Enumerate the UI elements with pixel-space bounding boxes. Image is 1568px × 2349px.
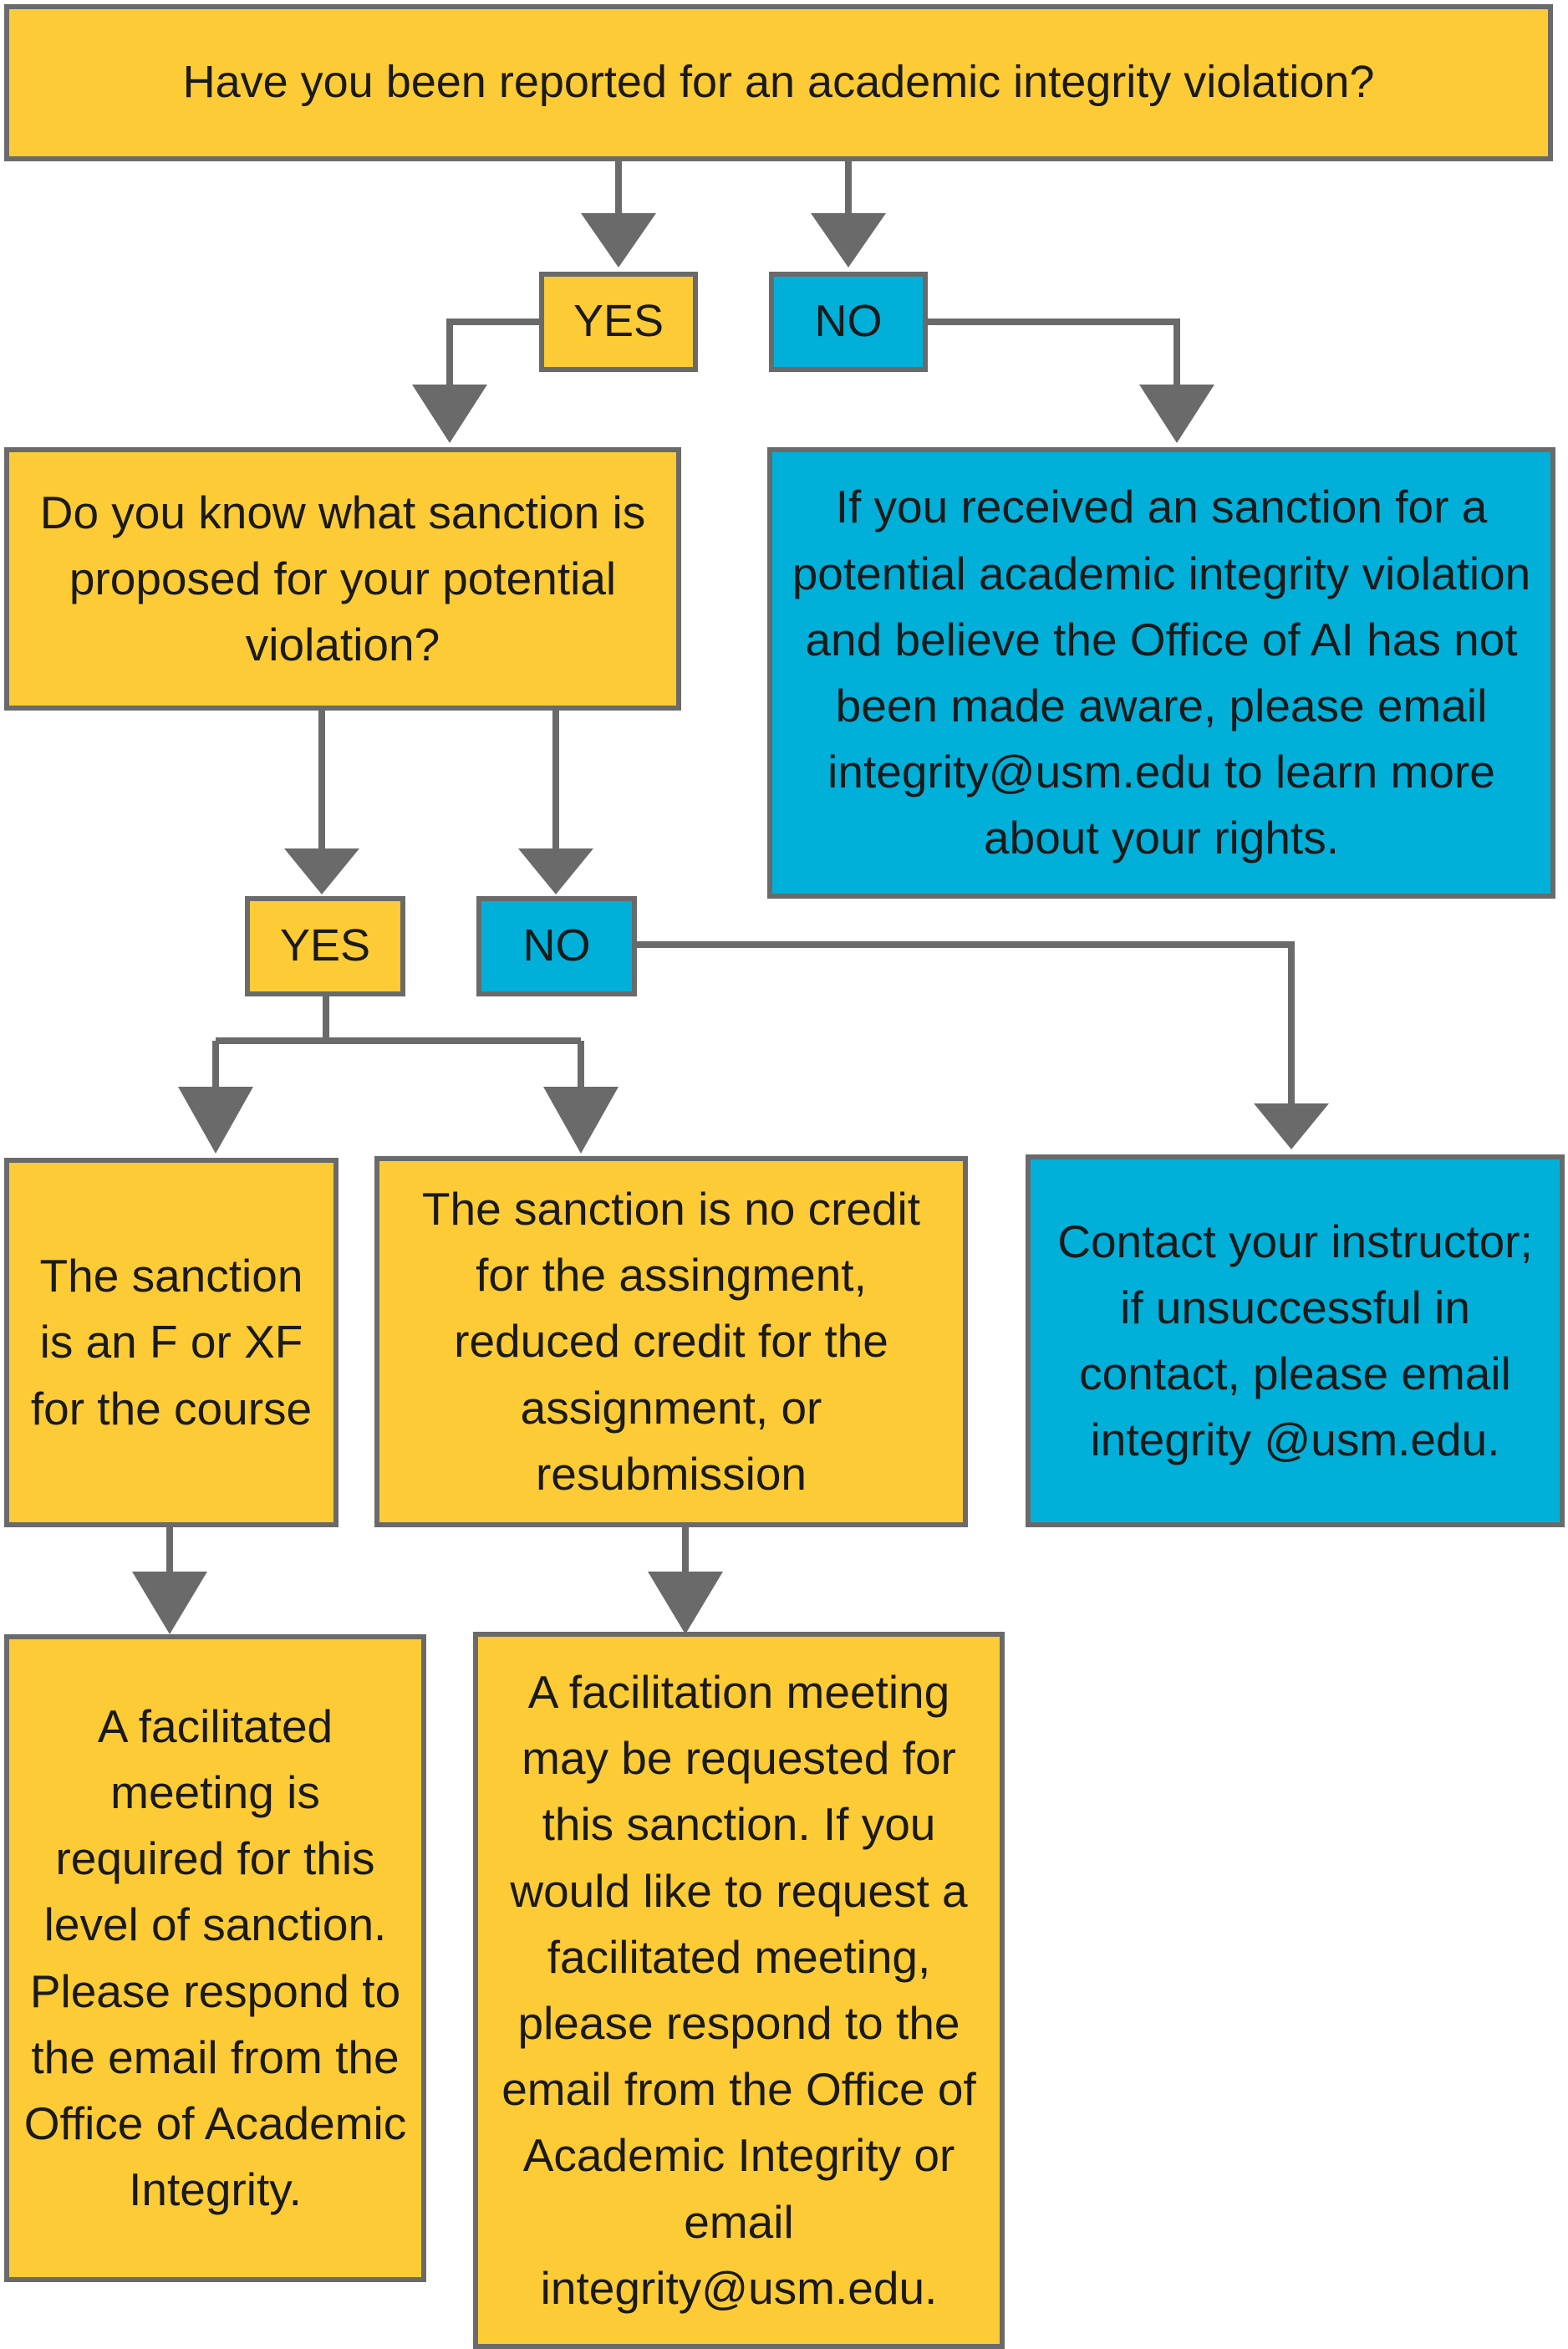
connector-no-result — [928, 318, 1180, 385]
result-facilitated-meeting-required: A facilitated meeting is required for th… — [4, 1634, 426, 2282]
arrowhead-q2-yes — [284, 848, 359, 894]
answer-no-sanction-known: NO — [476, 896, 637, 996]
arrowhead-q2-no — [518, 848, 593, 894]
connector-yes-q2 — [446, 318, 539, 385]
question-reported: Have you been reported for an academic i… — [4, 4, 1553, 161]
answer-yes-sanction-known: YES — [245, 896, 405, 996]
arrowhead-no-result — [1139, 385, 1214, 443]
question-reported-text: Have you been reported for an academic i… — [182, 57, 1375, 108]
arrowhead-q1-no — [811, 213, 886, 268]
arrowhead-result-credit — [648, 1572, 723, 1634]
connector-yes2-split — [212, 995, 584, 1087]
sanction-credit: The sanction is no credit for the assing… — [374, 1156, 968, 1527]
result-facilitation-meeting-optional: A facilitation meeting may be requested … — [473, 1632, 1005, 2349]
arrowhead-result-f — [132, 1572, 207, 1634]
question-sanction-known: Do you know what sanction is proposed fo… — [4, 447, 681, 711]
connector-no2-contact — [635, 941, 1295, 1103]
result-not-reported: If you received an sanction for a potent… — [767, 447, 1555, 899]
arrowhead-q1-yes — [581, 213, 656, 268]
arrowhead-contact — [1254, 1103, 1329, 1149]
answer-yes-reported: YES — [539, 272, 698, 372]
arrowhead-q2 — [412, 385, 487, 443]
answer-no-reported: NO — [769, 272, 928, 372]
result-contact-instructor: Contact your instructor; if unsuccessful… — [1026, 1154, 1565, 1527]
arrowhead-sanction-credit — [543, 1087, 619, 1154]
sanction-f-or-xf: The sanction is an F or XF for the cours… — [4, 1158, 339, 1527]
arrowhead-sanction-f — [178, 1087, 253, 1154]
